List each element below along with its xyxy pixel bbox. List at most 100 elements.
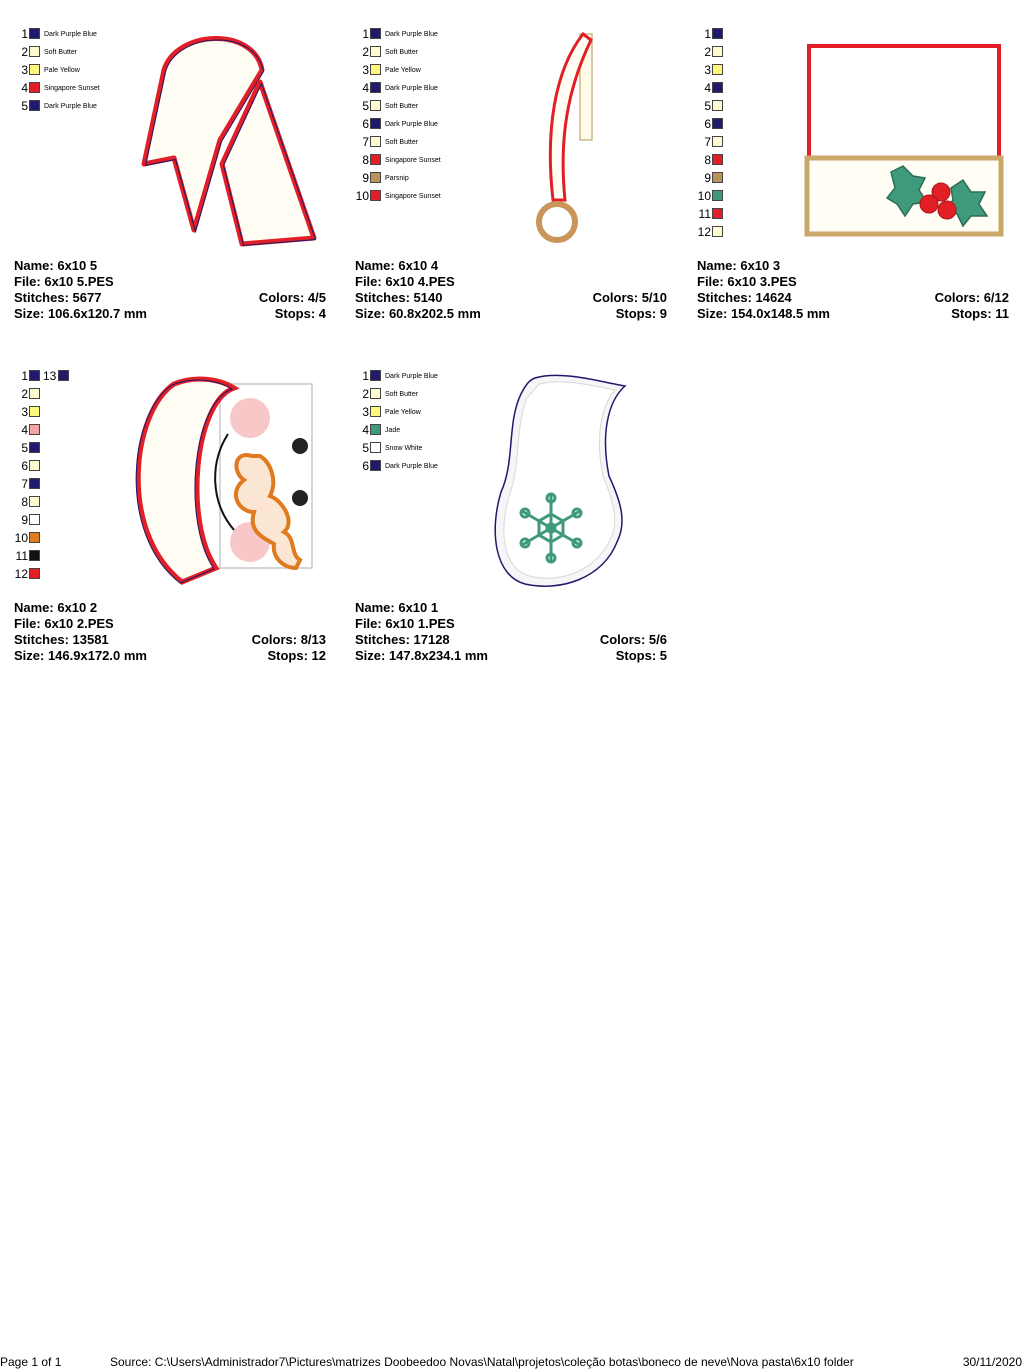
thread-name: Pale Yellow — [385, 67, 421, 74]
source-path: Source: C:\Users\Administrador7\Pictures… — [110, 1355, 854, 1369]
design-file: File: 6x10 3.PES — [697, 274, 797, 289]
legend-number: 5 — [21, 99, 28, 113]
legend-number: 4 — [362, 81, 369, 95]
legend-number: 8 — [704, 153, 711, 167]
legend-number: 1 — [21, 369, 28, 383]
page-footer: Page 1 of 1 Source: C:\Users\Administrad… — [0, 1354, 1024, 1370]
thread-name: Soft Butter — [44, 49, 78, 56]
holly-pocket-design-preview — [804, 44, 1004, 237]
design-info: Name: 6x10 3 File: 6x10 3.PES Stitches: … — [697, 258, 1009, 322]
design-size: Size: 106.6x120.7 mm — [14, 306, 147, 321]
legend-number: 3 — [362, 63, 369, 77]
legend-number: 10 — [697, 189, 711, 203]
legend-number: 11 — [15, 549, 28, 563]
color-swatch — [370, 442, 381, 453]
legend-number: 2 — [21, 387, 28, 401]
thread-name: Dark Purple Blue — [385, 121, 438, 128]
design-colors: Colors: 4/5 — [258, 290, 326, 305]
legend-number: 3 — [704, 63, 711, 77]
design-size: Size: 146.9x172.0 mm — [14, 648, 147, 663]
legend-number: 5 — [362, 99, 369, 113]
thread-name: Soft Butter — [385, 139, 419, 146]
color-swatch — [370, 460, 381, 471]
thread-name: Dark Purple Blue — [385, 463, 438, 470]
color-swatch — [712, 172, 723, 183]
color-swatch — [29, 406, 40, 417]
thread-name: Pale Yellow — [44, 67, 80, 74]
design-size: Size: 147.8x234.1 mm — [355, 648, 488, 663]
design-stitches: Stitches: 14624 — [697, 290, 792, 305]
legend-number: 7 — [704, 135, 711, 149]
color-swatch — [712, 64, 723, 75]
thread-name: Singapore Sunset — [44, 85, 100, 92]
legend-number: 4 — [21, 423, 28, 437]
color-swatch — [370, 100, 381, 111]
thread-name: Dark Purple Blue — [385, 85, 438, 92]
color-swatch — [370, 136, 381, 147]
legend-number: 10 — [355, 189, 369, 203]
color-swatch — [370, 424, 381, 435]
thread-name: Dark Purple Blue — [44, 103, 97, 110]
design-file: File: 6x10 4.PES — [355, 274, 455, 289]
legend-number: 5 — [21, 441, 28, 455]
legend-number: 5 — [362, 441, 369, 455]
legend-number: 4 — [362, 423, 369, 437]
design-stitches: Stitches: 5140 — [355, 290, 443, 305]
legend-number: 9 — [704, 171, 711, 185]
thread-name: Parsnip — [385, 175, 409, 182]
legend-number: 13 — [43, 369, 57, 383]
thread-name: Dark Purple Blue — [385, 373, 438, 380]
legend-number: 8 — [21, 495, 28, 509]
color-swatch — [29, 82, 40, 93]
snowman-face-design-preview — [135, 376, 313, 585]
design-size: Size: 60.8x202.5 mm — [355, 306, 481, 321]
page-number: Page 1 of 1 — [0, 1355, 62, 1369]
color-swatch — [29, 460, 40, 471]
legend-number: 8 — [362, 153, 369, 167]
color-swatch — [29, 568, 40, 579]
legend-number: 9 — [21, 513, 28, 527]
legend-number: 2 — [362, 387, 369, 401]
legend-number: 2 — [21, 45, 28, 59]
design-name: Name: 6x10 1 — [355, 600, 439, 615]
color-swatch — [370, 172, 381, 183]
thread-name: Dark Purple Blue — [44, 31, 97, 38]
design-colors: Colors: 6/12 — [934, 290, 1009, 305]
legend-number: 10 — [14, 531, 28, 545]
color-swatch — [29, 388, 40, 399]
design-stitches: Stitches: 5677 — [14, 290, 102, 305]
color-swatch — [370, 370, 381, 381]
design-info: Name: 6x10 1 File: 6x10 1.PES Stitches: … — [355, 600, 667, 664]
thread-name: Soft Butter — [385, 103, 419, 110]
design-stitches: Stitches: 13581 — [14, 632, 109, 647]
design-file: File: 6x10 2.PES — [14, 616, 114, 631]
legend-number: 2 — [362, 45, 369, 59]
print-date: 30/11/2020 — [962, 1355, 1022, 1369]
color-swatch — [712, 46, 723, 57]
legend-number: 5 — [704, 99, 711, 113]
color-swatch — [712, 208, 723, 219]
scarf-design-preview — [141, 36, 317, 247]
thread-name: Soft Butter — [385, 49, 419, 56]
color-swatch — [370, 388, 381, 399]
color-swatch — [29, 64, 40, 75]
legend-number: 1 — [362, 27, 369, 41]
design-name: Name: 6x10 5 — [14, 258, 98, 273]
color-swatch — [370, 64, 381, 75]
design-stops: Stops: 11 — [951, 306, 1009, 321]
legend-number: 4 — [21, 81, 28, 95]
thread-name: Soft Butter — [385, 391, 419, 398]
design-name: Name: 6x10 2 — [14, 600, 98, 615]
color-swatch — [29, 514, 40, 525]
design-info: Name: 6x10 2 File: 6x10 2.PES Stitches: … — [14, 600, 326, 664]
color-swatch — [29, 370, 40, 381]
design-name: Name: 6x10 4 — [355, 258, 439, 273]
color-swatch — [712, 136, 723, 147]
color-swatch — [29, 496, 40, 507]
thread-name: Pale Yellow — [385, 409, 421, 416]
legend-number: 1 — [362, 369, 369, 383]
thread-name: Singapore Sunset — [385, 157, 441, 164]
thread-name: Jade — [385, 427, 401, 434]
